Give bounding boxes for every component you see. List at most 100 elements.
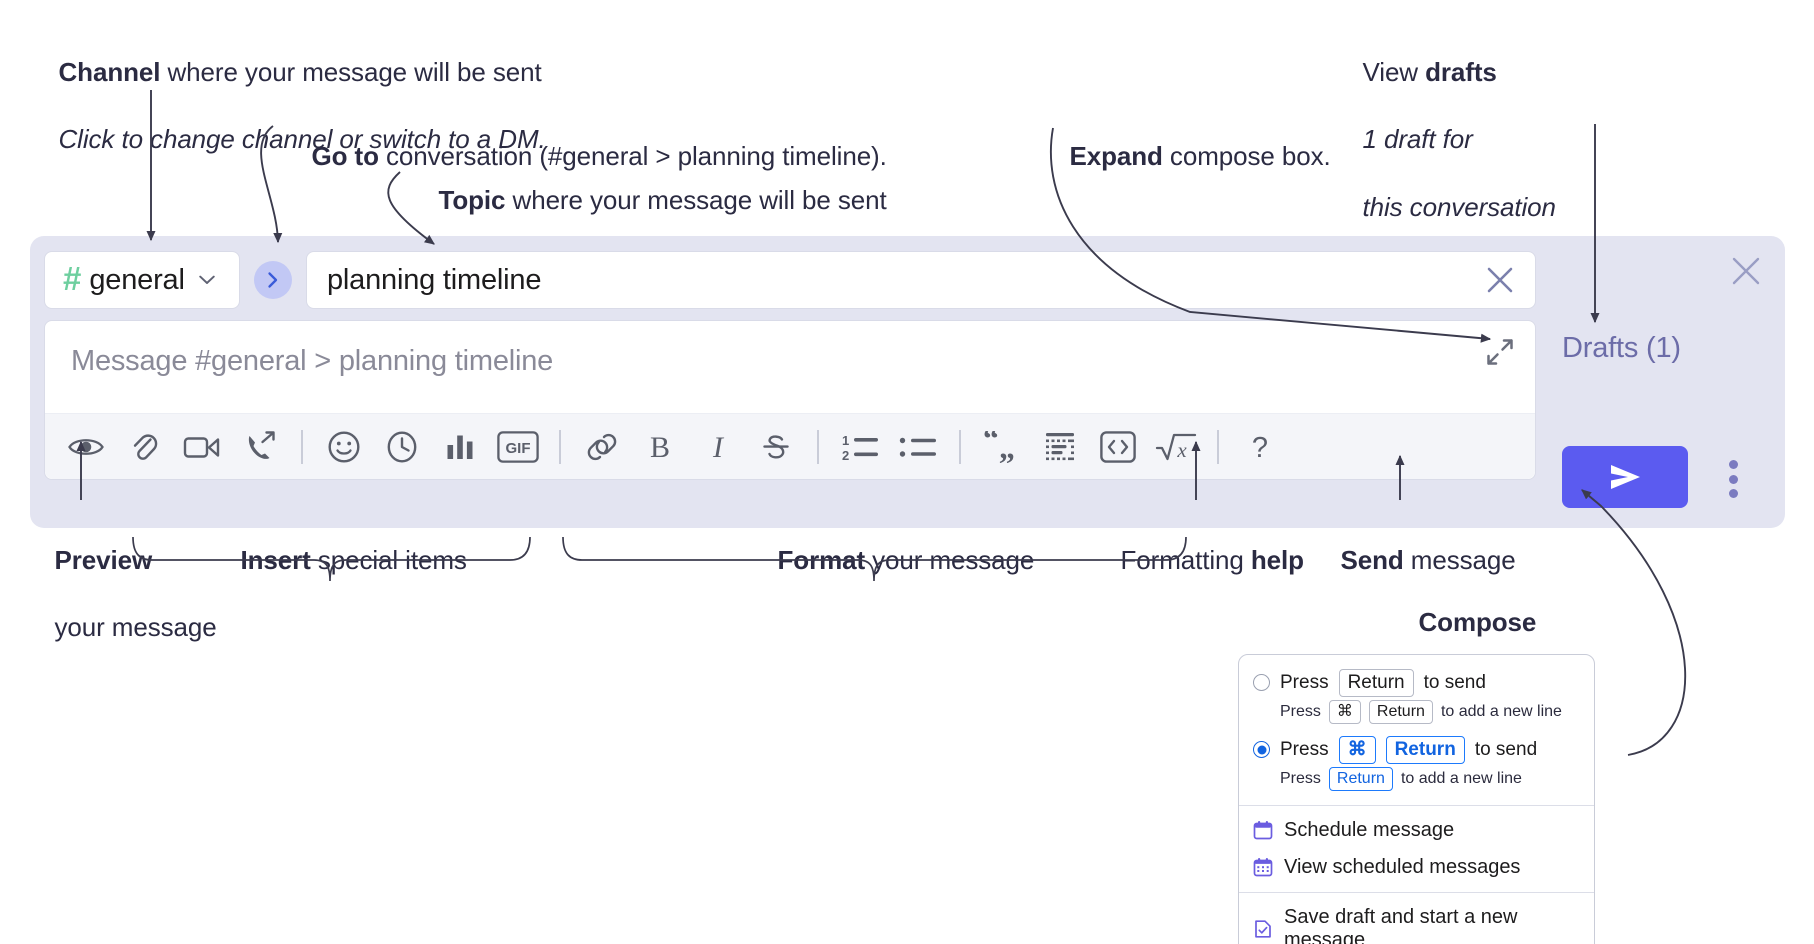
annotation-topic-bold: Topic xyxy=(438,184,506,215)
dot-2 xyxy=(1728,474,1738,484)
key-return: Return xyxy=(1385,735,1465,764)
key-command: ⌘ xyxy=(1328,699,1361,724)
svg-text:GIF: GIF xyxy=(506,440,531,457)
send-option-cmd-hint: Press Return to add a new line xyxy=(1239,764,1594,793)
hash-icon: # xyxy=(63,260,82,297)
expand-icon[interactable] xyxy=(1483,335,1517,369)
formatting-help-button[interactable]: ? xyxy=(1231,418,1289,476)
link-icon xyxy=(587,433,617,460)
calendar-grid-icon xyxy=(1253,858,1273,877)
chevron-right-icon xyxy=(268,272,278,288)
dot-1 xyxy=(1728,460,1738,469)
attach-file-button[interactable] xyxy=(115,418,173,476)
send-option-cmd-return[interactable]: Press ⌘Return to send xyxy=(1239,734,1594,764)
question-mark-icon: ? xyxy=(1252,432,1268,464)
close-icon[interactable] xyxy=(1729,254,1763,288)
compose-header-row: # general planning timeline xyxy=(44,250,1536,310)
key-return: Return xyxy=(1338,669,1414,697)
record-video-button[interactable] xyxy=(173,418,231,476)
italic-button[interactable]: I xyxy=(689,418,747,476)
go-to-conversation-button[interactable] xyxy=(254,261,292,299)
send-option-return-pre: Press xyxy=(1280,671,1329,693)
menu-item-view-scheduled-messages[interactable]: View scheduled messages xyxy=(1239,849,1594,886)
close-icon[interactable] xyxy=(1483,263,1517,297)
phone-forward-icon xyxy=(248,430,275,459)
code-block-icon xyxy=(1046,432,1074,460)
message-placeholder: Message #general > planning timeline xyxy=(71,345,554,377)
hint-pre: Press xyxy=(1280,702,1321,720)
hint-post: to add a new line xyxy=(1400,769,1522,787)
blockquote-button[interactable]: “ „ xyxy=(973,418,1031,476)
send-option-group-1: Press Return to send Press ⌘Return to ad… xyxy=(1239,665,1594,732)
bulleted-list-button[interactable] xyxy=(889,418,947,476)
strikethrough-icon xyxy=(763,434,789,459)
ordered-list-icon: 1 2 xyxy=(842,433,878,463)
menu-divider-2 xyxy=(1239,891,1594,893)
annotation-insert-rest: special items xyxy=(310,544,467,575)
ordered-list-button[interactable]: 1 2 xyxy=(831,418,889,476)
link-button[interactable] xyxy=(573,418,631,476)
channel-selector[interactable]: # general xyxy=(44,251,240,309)
poll-button[interactable] xyxy=(431,418,489,476)
channel-name: general xyxy=(89,263,185,296)
send-option-group-2: Press ⌘Return to send Press Return to ad… xyxy=(1239,732,1594,799)
compose-right-rail: Drafts (1) xyxy=(1550,236,1785,528)
toolbar-separator-2 xyxy=(559,429,561,464)
send-option-return[interactable]: Press Return to send xyxy=(1239,667,1594,697)
compose-main-column: # general planning timeline xyxy=(44,250,1536,480)
svg-text:„: „ xyxy=(999,431,1015,463)
code-block-button[interactable] xyxy=(1031,418,1089,476)
annotation-expand: Expand compose box. xyxy=(1041,106,1331,207)
toolbar-separator-4 xyxy=(959,429,961,464)
emoji-button[interactable] xyxy=(315,418,373,476)
annotation-preview-bold: Preview xyxy=(54,544,153,575)
calendar-clock-icon xyxy=(1253,821,1273,840)
video-icon xyxy=(183,436,220,458)
radio-selected-icon[interactable] xyxy=(1253,741,1270,759)
inline-code-button[interactable] xyxy=(1089,418,1147,476)
annotation-preview: Preview your message xyxy=(26,510,217,679)
annotation-channel-italic: Click to change channel or switch to a D… xyxy=(58,124,546,155)
paperclip-icon xyxy=(133,433,158,460)
annotation-channel: Channel where your message will be sent … xyxy=(30,22,546,191)
compose-options-button[interactable] xyxy=(1716,458,1750,500)
math-icon: x xyxy=(1155,433,1197,462)
annotation-format-bold: Format xyxy=(777,544,866,575)
menu-item-schedule-message[interactable]: Schedule message xyxy=(1239,812,1594,849)
send-button[interactable] xyxy=(1562,446,1688,508)
menu-divider-1 xyxy=(1239,804,1594,806)
annotation-format-rest: your message xyxy=(865,544,1035,575)
bold-button[interactable]: B xyxy=(631,418,689,476)
hint-pre: Press xyxy=(1280,769,1321,787)
menu-item-save-draft[interactable]: Save draft and start a new message xyxy=(1239,899,1594,944)
radio-unselected-icon[interactable] xyxy=(1253,674,1270,692)
record-audio-button[interactable] xyxy=(231,418,289,476)
svg-text:“: “ xyxy=(983,431,999,456)
annotation-goto-bold: Go to xyxy=(311,140,379,171)
formatting-toolbar: GIF B xyxy=(45,413,1535,479)
svg-text:2: 2 xyxy=(842,448,849,463)
strikethrough-button[interactable] xyxy=(747,418,805,476)
chevron-down-icon xyxy=(198,275,215,284)
eye-icon xyxy=(68,438,104,455)
annotation-topic-rest: where your message will be sent xyxy=(505,184,887,215)
svg-text:?: ? xyxy=(1252,432,1268,464)
annotation-goto-rest: conversation (#general > planning timeli… xyxy=(378,140,887,171)
svg-text:1: 1 xyxy=(842,433,849,448)
annotation-formatting-help-bold: help xyxy=(1250,544,1304,575)
message-input-box[interactable]: Message #general > planning timeline xyxy=(44,320,1536,480)
preview-button[interactable] xyxy=(57,418,115,476)
topic-input[interactable]: planning timeline xyxy=(306,251,1536,309)
topic-value: planning timeline xyxy=(327,263,542,296)
reminder-button[interactable] xyxy=(373,418,431,476)
drafts-link[interactable]: Drafts (1) xyxy=(1562,332,1681,364)
menu-item-label: Save draft and start a new message xyxy=(1284,905,1518,944)
annotation-channel-rest: where your message will be sent xyxy=(160,56,542,87)
send-option-return-post: to send xyxy=(1423,671,1486,693)
send-option-cmd-post: to send xyxy=(1474,738,1538,760)
gif-icon: GIF xyxy=(497,430,539,463)
gif-button[interactable]: GIF xyxy=(489,418,547,476)
math-button[interactable]: x xyxy=(1147,418,1205,476)
annotation-send-bold: Send xyxy=(1340,544,1404,575)
